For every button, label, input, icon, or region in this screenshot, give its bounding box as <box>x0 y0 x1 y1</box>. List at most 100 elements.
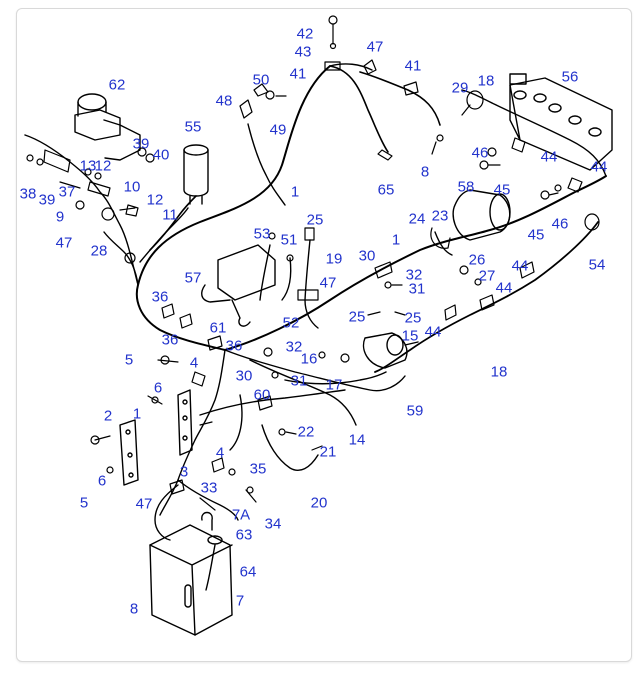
harness-18 <box>461 89 607 177</box>
part-label-8a: 8 <box>421 164 429 181</box>
harness-down <box>159 349 226 516</box>
part-56-battery-box <box>509 73 613 171</box>
part-label-25c: 25 <box>405 310 422 327</box>
part-label-1a: 1 <box>291 184 299 201</box>
part-label-15: 15 <box>402 328 419 345</box>
part-label-60: 60 <box>254 387 271 404</box>
part-label-48: 48 <box>216 93 233 110</box>
harness-59 <box>224 349 406 392</box>
part-label-30b: 30 <box>236 368 253 385</box>
part-label-61: 61 <box>210 320 227 337</box>
part-label-65: 65 <box>378 182 395 199</box>
part-label-31b: 31 <box>291 373 308 390</box>
part-label-12a: 12 <box>95 158 112 175</box>
part-label-22: 22 <box>298 424 315 441</box>
unit-62-relay <box>74 93 141 161</box>
part-label-43: 43 <box>295 44 312 61</box>
part-label-59: 59 <box>407 403 424 420</box>
part-label-10: 10 <box>124 179 141 196</box>
part-55-cylinder <box>183 144 209 205</box>
part-label-18b: 18 <box>491 364 508 381</box>
part-label-7A: 7A <box>232 507 250 524</box>
part-label-49: 49 <box>270 122 287 139</box>
part-label-42: 42 <box>297 26 314 43</box>
main-harness-1 <box>135 65 331 351</box>
part-label-28: 28 <box>91 243 108 260</box>
part-label-38: 38 <box>20 186 37 203</box>
part-label-41b: 41 <box>405 58 422 75</box>
harness-to-tank <box>154 484 179 541</box>
part-label-25a: 25 <box>307 212 324 229</box>
part-label-44d: 44 <box>496 280 513 297</box>
part-label-44e: 44 <box>425 324 442 341</box>
part-label-58: 58 <box>458 179 475 196</box>
part-label-4a: 4 <box>190 355 198 372</box>
part-label-14: 14 <box>349 432 366 449</box>
bracket-3 <box>177 389 193 456</box>
harness-to-28 <box>103 231 139 286</box>
part-label-18a: 18 <box>478 73 495 90</box>
harness-55b <box>139 207 189 263</box>
part-label-7: 7 <box>236 593 244 610</box>
harness-left-upper <box>24 134 139 286</box>
part-label-8b: 8 <box>130 601 138 618</box>
part-label-31a: 31 <box>409 281 426 298</box>
harness-41-lower <box>329 63 373 71</box>
harness-cross <box>229 394 243 451</box>
part-label-5a: 5 <box>125 352 133 369</box>
part-label-64: 64 <box>240 564 257 581</box>
part-label-36b: 36 <box>162 332 179 349</box>
part-label-36a: 36 <box>152 289 169 306</box>
part-label-47d: 47 <box>136 496 153 513</box>
harness-24 <box>434 231 453 256</box>
part-label-37: 37 <box>59 184 76 201</box>
main-harness-1-branch <box>329 65 389 153</box>
part-label-6a: 6 <box>154 380 162 397</box>
part-label-56: 56 <box>562 69 579 86</box>
part-label-9: 9 <box>56 209 64 226</box>
part-label-32b: 32 <box>286 339 303 356</box>
part-label-35: 35 <box>250 461 267 478</box>
part-label-44b: 44 <box>591 159 608 176</box>
part-label-17: 17 <box>326 377 343 394</box>
bracket-2 <box>119 419 139 486</box>
part-label-47c: 47 <box>320 275 337 292</box>
part-label-34: 34 <box>265 516 282 533</box>
part-label-62: 62 <box>109 77 126 94</box>
part-label-53: 53 <box>254 226 271 243</box>
harness-19 <box>304 239 319 329</box>
part-label-5b: 5 <box>80 495 88 512</box>
harness-20 <box>261 424 319 472</box>
part-label-20: 20 <box>311 495 328 512</box>
part-label-27: 27 <box>479 268 496 285</box>
harness-linework <box>24 15 613 636</box>
harness-51 <box>281 257 292 301</box>
part-label-54: 54 <box>589 257 606 274</box>
part-label-3: 3 <box>180 464 188 481</box>
part-label-57: 57 <box>185 270 202 287</box>
part-label-46a: 46 <box>472 145 489 162</box>
part-label-41a: 41 <box>290 66 307 83</box>
part-label-45a: 45 <box>494 182 511 199</box>
harness-53 <box>259 244 271 301</box>
part-label-45b: 45 <box>528 227 545 244</box>
small-parts <box>26 15 600 511</box>
part-label-39b: 39 <box>39 192 56 209</box>
harness-7 <box>205 544 216 591</box>
part-label-19: 19 <box>326 251 343 268</box>
part-label-32a: 32 <box>406 267 423 284</box>
part-label-47b: 47 <box>56 235 73 252</box>
part-label-55: 55 <box>185 119 202 136</box>
harness-17 <box>284 371 387 385</box>
part-label-26: 26 <box>469 252 486 269</box>
part-label-63: 63 <box>236 527 253 544</box>
part-label-46b: 46 <box>552 216 569 233</box>
part-label-29: 29 <box>452 80 469 97</box>
part-label-51: 51 <box>281 232 298 249</box>
part-label-30a: 30 <box>359 248 376 265</box>
part-label-23: 23 <box>432 208 449 225</box>
part-58-cylinder <box>452 189 511 241</box>
harness-18-lower <box>374 221 599 373</box>
part-57-starter <box>201 244 276 327</box>
